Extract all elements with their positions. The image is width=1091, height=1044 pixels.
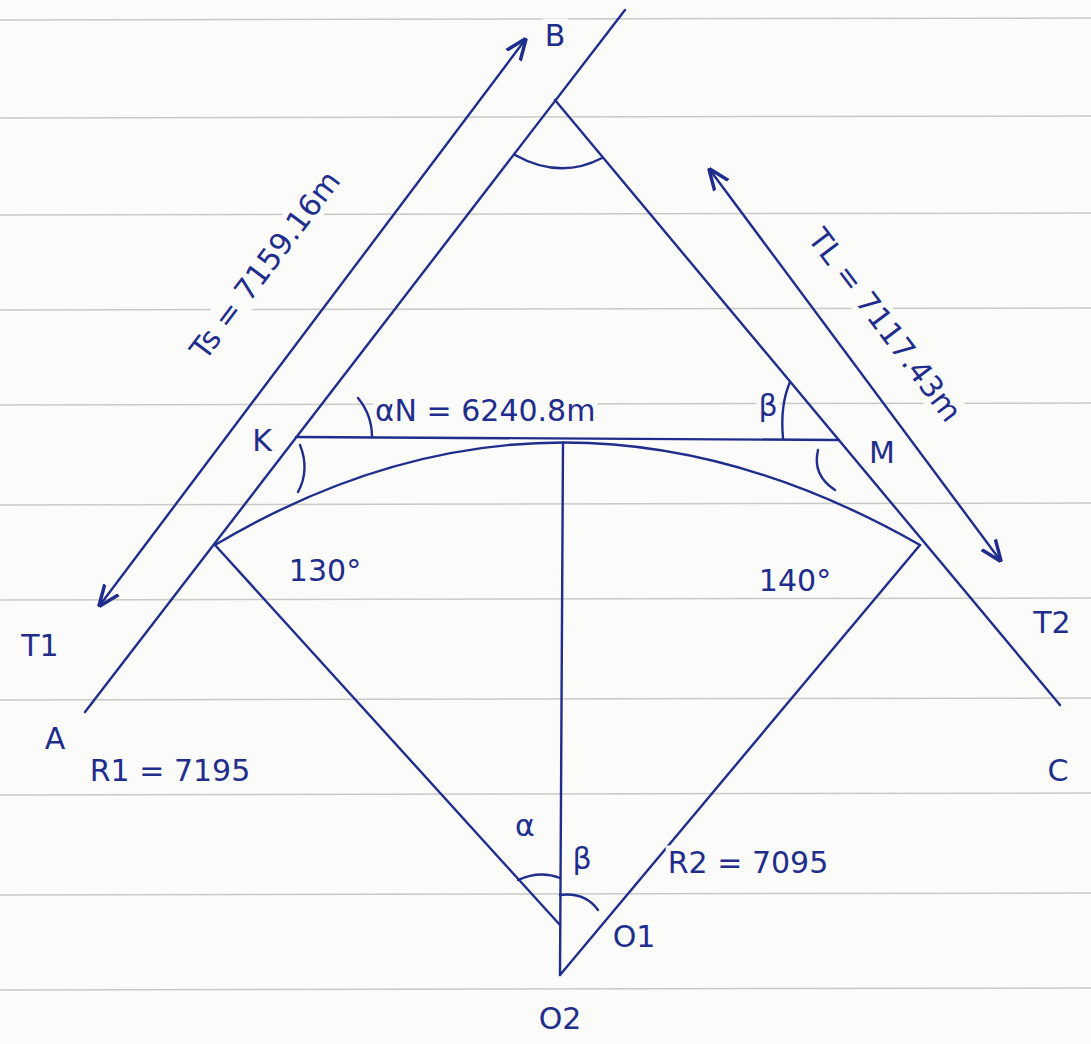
radius-line — [560, 545, 920, 975]
common-tangent — [296, 437, 839, 440]
compound-curve — [215, 443, 920, 546]
angle-letter: β — [756, 389, 779, 422]
ink-lines — [85, 10, 1060, 975]
point-letter: C — [1046, 754, 1071, 787]
point-letter: T2 — [1031, 606, 1072, 639]
radius-label: R2 = 7095 — [666, 846, 831, 879]
radius-label: R1 = 7195 — [88, 754, 253, 787]
point-letter: B — [543, 19, 568, 52]
angle-arc — [817, 450, 835, 490]
dimension-line — [710, 170, 1000, 560]
point-letter: M — [867, 436, 897, 469]
angle-arc — [782, 382, 790, 438]
dimension-line — [100, 40, 525, 605]
dimension-label: Ts = 7159.16m — [182, 163, 347, 367]
point-letter: O1 — [611, 920, 658, 953]
point-letter: O2 — [537, 1002, 584, 1035]
paper-ruling — [0, 18, 1091, 990]
dimension-label: N = 6240.8m — [393, 394, 598, 427]
angle-arc — [515, 155, 602, 168]
point-letter: K — [250, 424, 274, 457]
angle-arc — [518, 874, 560, 880]
angle-letter: α — [513, 809, 537, 842]
angle-arc — [560, 895, 598, 910]
tangent-line — [555, 100, 1060, 705]
point-letter: T1 — [19, 629, 60, 662]
angle-value: 130° — [287, 554, 363, 587]
angle-arc — [358, 398, 372, 437]
point-letter: A — [43, 722, 68, 755]
dimension-label: TL = 7117.43m — [801, 221, 970, 430]
tangent-line — [85, 10, 625, 712]
radius-line — [215, 545, 560, 925]
angle-arc — [298, 445, 305, 492]
angle-letter: β — [570, 842, 593, 875]
angle-value: 140° — [757, 564, 833, 597]
